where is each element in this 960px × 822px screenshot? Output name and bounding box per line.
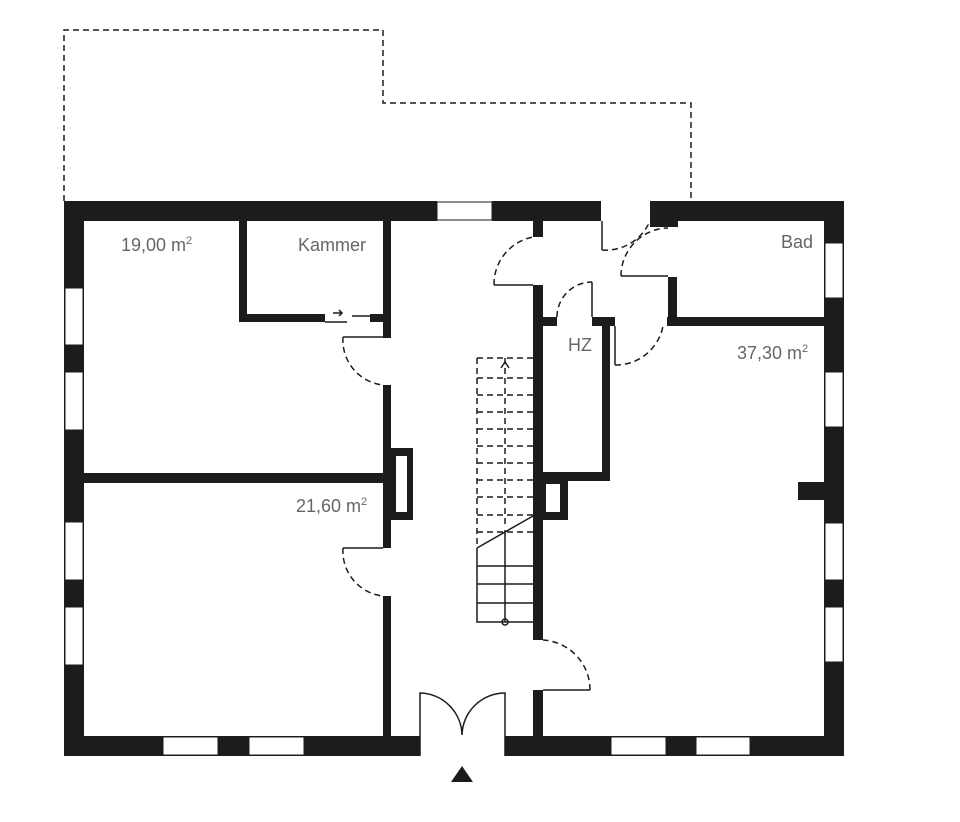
extension-outline — [63, 29, 692, 201]
room-name-kammer: Kammer — [298, 235, 366, 255]
room-name-hz: HZ — [568, 335, 592, 355]
room-name-bad: Bad — [781, 232, 813, 252]
room-area-label: 37,30 m2 — [737, 343, 808, 363]
interior-walls — [84, 221, 824, 736]
doors — [325, 220, 669, 756]
entrance-arrow-icon — [451, 766, 473, 782]
room-area-label: 21,60 m2 — [296, 496, 367, 516]
room-area-label: 19,00 m2 — [121, 235, 192, 255]
windows — [64, 201, 844, 756]
staircase — [476, 357, 534, 626]
